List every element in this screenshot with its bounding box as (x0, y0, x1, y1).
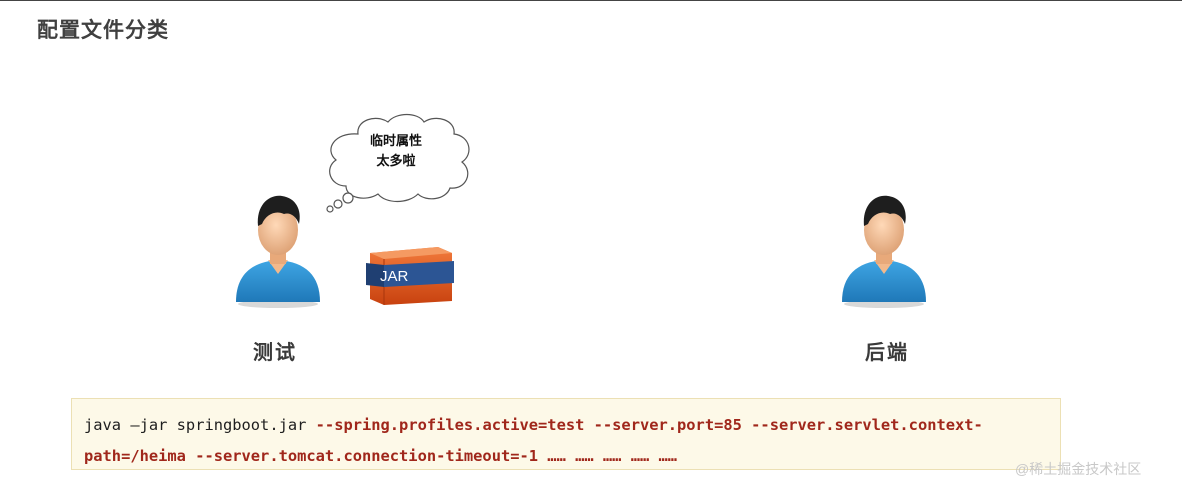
command-args-1: --spring.profiles.active=test --server.p… (315, 416, 983, 434)
jar-package-icon: JAR (366, 247, 454, 305)
top-divider (0, 0, 1182, 1)
page-title: 配置文件分类 (37, 19, 169, 42)
thought-bubble (326, 113, 470, 213)
backend-person-icon (842, 195, 926, 308)
watermark: @稀土掘金技术社区 (1015, 461, 1142, 477)
thought-line-1: 临时属性 (369, 133, 422, 148)
command-line-2: path=/heima --server.tomcat.connection-t… (84, 441, 1048, 472)
backend-label: 后端 (865, 342, 909, 364)
command-code-block: java –jar springboot.jar --spring.profil… (71, 398, 1061, 470)
tester-person-icon (236, 195, 320, 308)
command-line-1: java –jar springboot.jar --spring.profil… (84, 410, 1048, 441)
thought-line-2: 太多啦 (376, 153, 416, 168)
tester-label: 测试 (253, 342, 297, 364)
thought-text: 临时属性 太多啦 (340, 131, 452, 171)
command-prefix: java –jar springboot.jar (84, 416, 316, 434)
jar-label: JAR (380, 268, 409, 285)
command-args-2: path=/heima --server.tomcat.connection-t… (84, 447, 678, 465)
